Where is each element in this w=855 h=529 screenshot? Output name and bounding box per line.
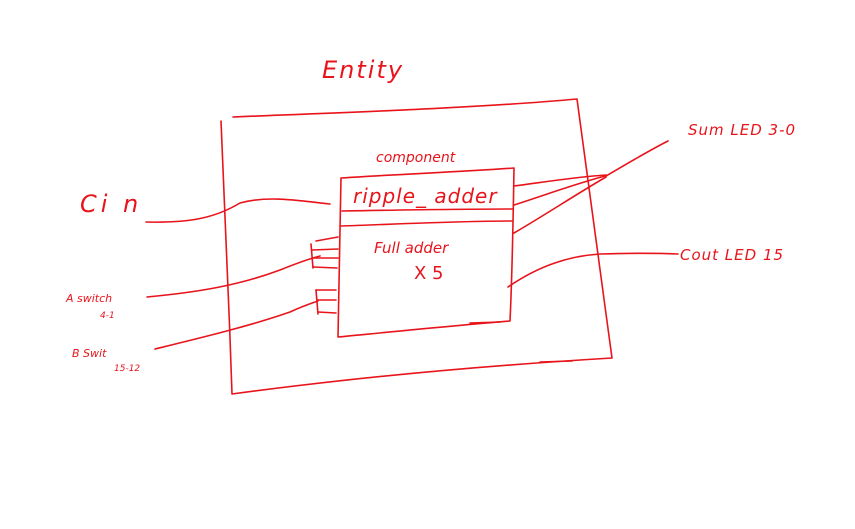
a-range-label: 4-1 <box>100 311 115 321</box>
sum-led-label: Sum LED 3-0 <box>688 121 796 139</box>
full-adder-label: Full adder <box>374 239 449 257</box>
b-wire <box>154 300 319 350</box>
entity-title: Entity <box>322 56 404 84</box>
b-switch-label: B Swit <box>72 347 107 360</box>
entity-box-mark <box>539 360 573 363</box>
a-wire <box>146 255 321 298</box>
cout-led-label: Cout LED 15 <box>680 246 784 264</box>
a-switch-label: A switch <box>65 292 112 305</box>
component-divider-1 <box>341 208 514 212</box>
entity-box <box>220 98 613 395</box>
ripple-adder-label: ripple_ adder <box>353 184 498 208</box>
b-range-label: 15-12 <box>114 364 140 374</box>
multiplier-label: X 5 <box>414 263 444 284</box>
port-a-connector <box>310 236 339 269</box>
cin-wire <box>145 198 331 223</box>
component-label: component <box>376 150 456 166</box>
cout-wire <box>507 252 679 288</box>
component-divider-2 <box>340 220 513 227</box>
component-box <box>337 167 515 338</box>
sum-wires <box>513 140 669 234</box>
cin-label: Ci n <box>80 190 142 218</box>
component-bottom-mark <box>469 321 501 324</box>
port-b-connector <box>315 289 337 315</box>
